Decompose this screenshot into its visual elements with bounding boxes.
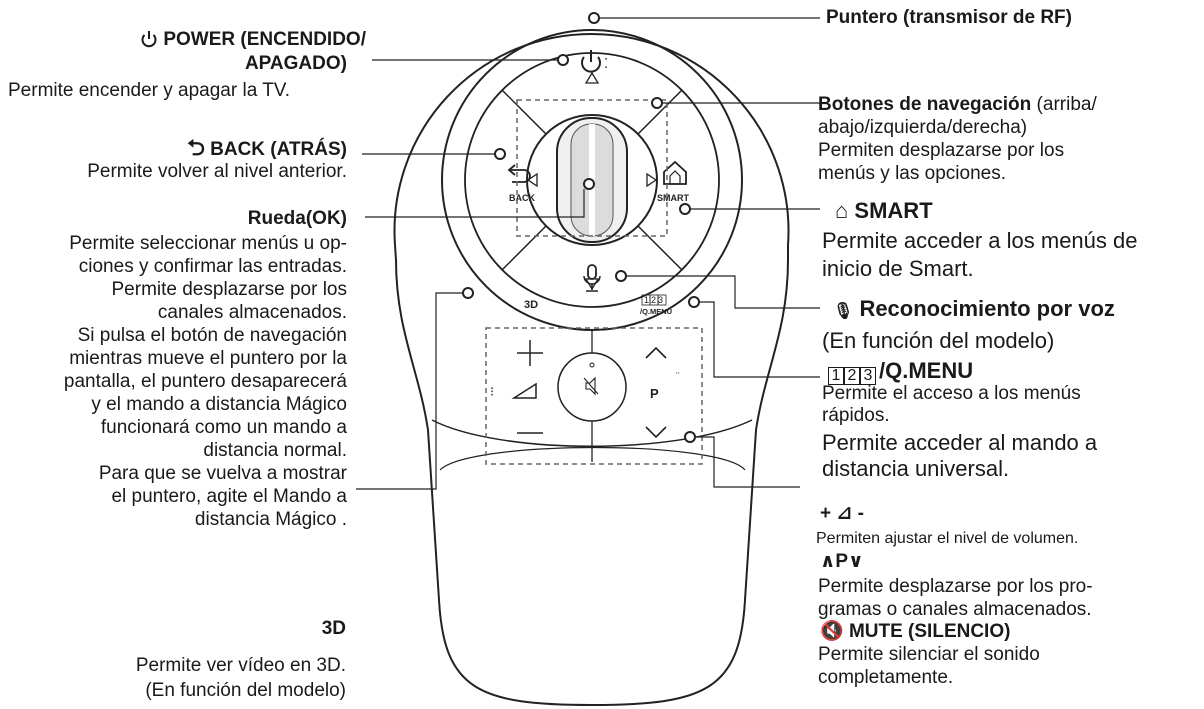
- volume-desc: Permiten ajustar el nivel de volumen.: [816, 530, 1079, 547]
- navigation-line4: menús y las opciones.: [818, 163, 1006, 184]
- back-button[interactable]: BACK: [507, 164, 535, 203]
- arrow-up-icon[interactable]: [584, 71, 600, 84]
- leader-lines: [356, 17, 820, 490]
- power-icon: [141, 31, 157, 48]
- power-button[interactable]: ⁚: [581, 50, 608, 73]
- mute-icon: 🔇: [820, 621, 844, 642]
- dpad-divider: [637, 89, 683, 135]
- volume-channel-highlight: [485, 327, 703, 465]
- power-title: POWER (ENCENDIDO/: [140, 28, 366, 51]
- qmenu-desc-line2: rápidos.: [822, 405, 890, 426]
- home-icon: ⌂: [835, 198, 849, 223]
- smart-desc-line2: inicio de Smart.: [822, 256, 974, 281]
- dpad-divider: [637, 225, 683, 271]
- arrow-right-icon[interactable]: [646, 172, 658, 188]
- 3d-desc: Permite ver vídeo en 3D.: [135, 655, 346, 676]
- back-title: ⮌ BACK (ATRÁS): [187, 135, 347, 160]
- p-key-label: P: [650, 386, 659, 401]
- qmenu-button[interactable]: /Q.MENU: [640, 307, 672, 316]
- qmenu-desc-line4: distancia universal.: [822, 456, 1010, 481]
- program-title: ∧P∨: [820, 551, 864, 572]
- smart-key-label: SMART: [657, 193, 689, 203]
- mute-title: 🔇 MUTE (SILENCIO): [820, 621, 1011, 642]
- pointer-title: Puntero (transmisor de RF): [826, 7, 1072, 28]
- mute-desc-line2: completamente.: [818, 667, 954, 688]
- mic-button[interactable]: [583, 264, 601, 292]
- navigation-highlight: [516, 99, 668, 237]
- program-desc: Permite desplazarse por los pro-: [818, 576, 1093, 597]
- 3d-button[interactable]: 3D: [524, 299, 538, 311]
- q123-key-label: 123: [644, 295, 665, 305]
- wheel-desc: Permite seleccionar menús u op- ciones y…: [63, 233, 347, 530]
- p-dots: ¨: [676, 371, 680, 383]
- power-title-line2: APAGADO): [244, 53, 347, 74]
- mute-icon: [583, 376, 599, 396]
- wheel-title: Rueda(OK): [247, 208, 347, 229]
- smart-desc: Permite acceder a los menús de: [822, 228, 1138, 253]
- 3d-note: (En función del modelo): [145, 680, 346, 701]
- 3d-title: 3D: [321, 618, 346, 639]
- volume-title: + ⊿ -: [820, 503, 864, 524]
- mic-icon: 🎙: [833, 303, 854, 320]
- qmenu-desc-line3: Permite acceder al mando a: [822, 430, 1098, 455]
- navigation-title: Botones de navegación (arriba/: [818, 94, 1097, 115]
- svg-text:⁚: ⁚: [604, 56, 608, 71]
- body-divider: [431, 419, 753, 447]
- volume-up-button[interactable]: [517, 340, 543, 366]
- voice-note: (En función del modelo): [822, 328, 1055, 353]
- mute-desc: Permite silenciar el sonido: [818, 644, 1040, 665]
- program-desc-line2: gramas o canales almacenados.: [818, 599, 1092, 620]
- volume-icon: ⁝: [490, 382, 537, 399]
- back-desc: Permite volver al nivel anterior.: [87, 161, 347, 182]
- back-icon: ⮌: [187, 135, 205, 160]
- qmenu-desc: Permite el acceso a los menús: [822, 383, 1081, 404]
- smart-title: ⌂ SMART: [835, 198, 933, 223]
- back-key-label: BACK: [509, 193, 535, 203]
- voice-title: 🎙 Reconocimiento por voz: [833, 296, 1115, 321]
- navigation-line3: Permiten desplazarse por los: [818, 140, 1065, 161]
- dpad-divider: [501, 89, 547, 135]
- navigation-line2: abajo/izquierda/derecha): [818, 117, 1028, 138]
- arrow-left-icon[interactable]: [526, 172, 538, 188]
- body-divider-lower: [439, 446, 746, 471]
- dpad-divider: [501, 225, 547, 271]
- channel-up-button[interactable]: [645, 346, 667, 359]
- smart-button[interactable]: SMART: [657, 160, 689, 203]
- svg-text:⁝: ⁝: [490, 384, 494, 399]
- channel-down-button[interactable]: [645, 426, 667, 439]
- power-desc: Permite encender y apagar la TV.: [8, 80, 291, 101]
